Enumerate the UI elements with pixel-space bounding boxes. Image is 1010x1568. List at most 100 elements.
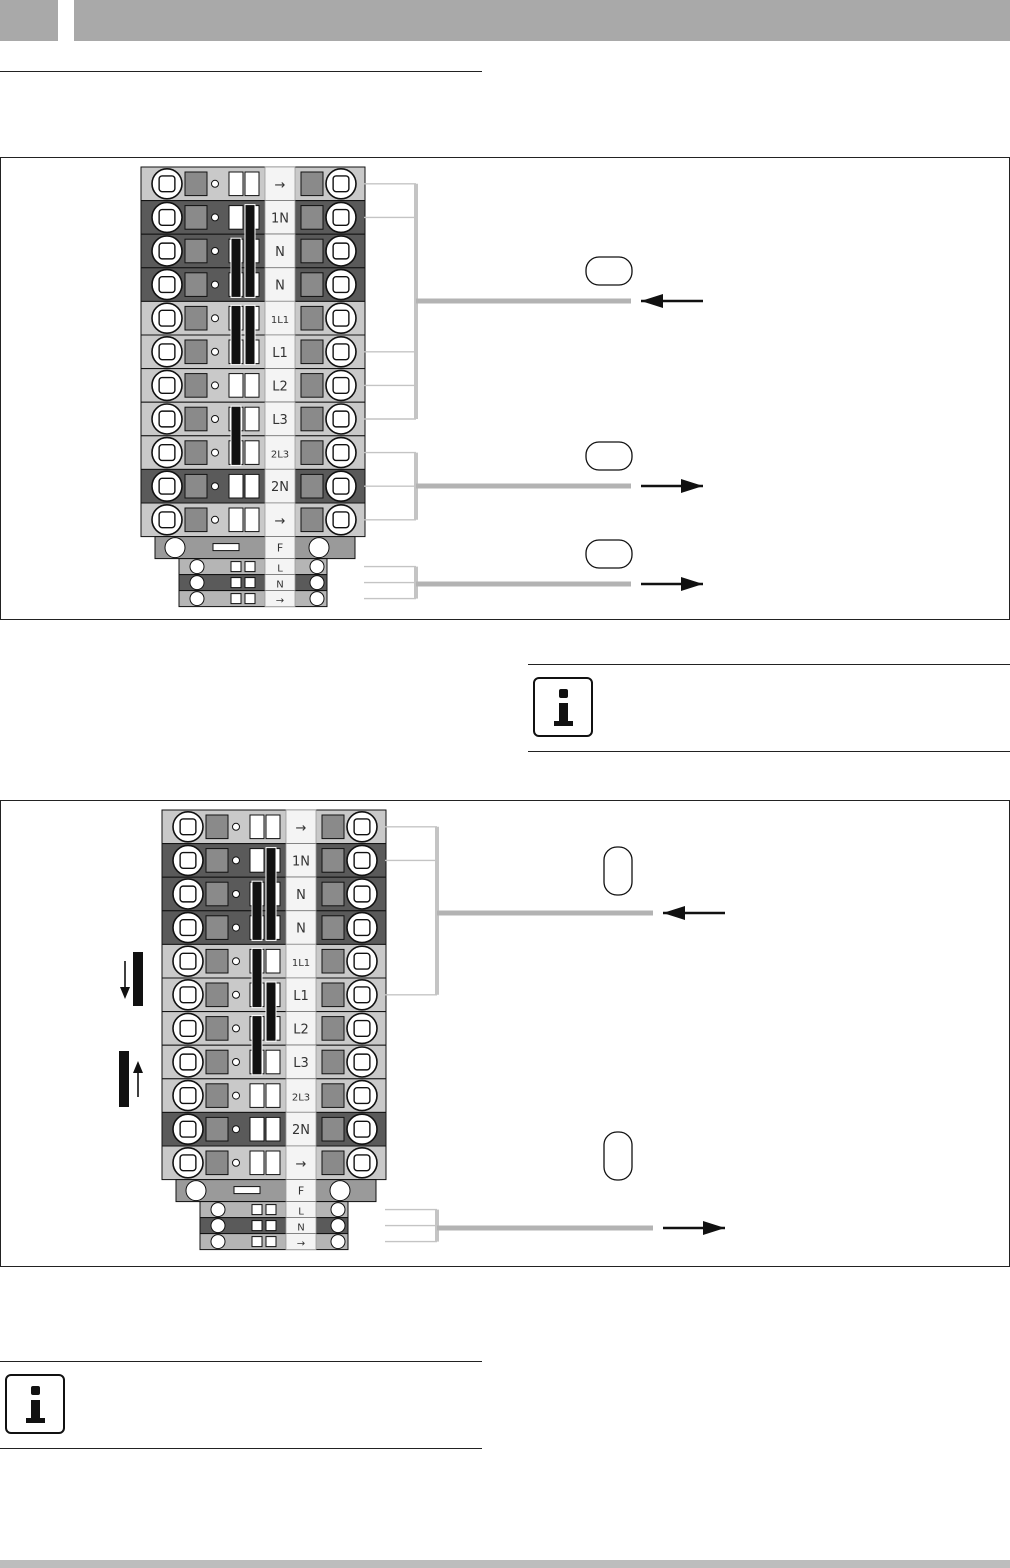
small-slot xyxy=(265,1220,277,1232)
left-clamp xyxy=(184,507,208,533)
callout-oval-1 xyxy=(603,846,633,896)
left-clamp xyxy=(205,1150,229,1176)
right-clamp xyxy=(300,507,324,533)
left-clamp xyxy=(205,915,229,940)
info-icon xyxy=(5,1374,65,1434)
bridge-slot-left xyxy=(228,373,244,398)
test-point xyxy=(211,415,219,423)
label-cell xyxy=(264,401,296,437)
left-clamp xyxy=(205,1049,229,1075)
bridge-slot-right xyxy=(265,1083,281,1108)
test-point xyxy=(232,923,240,932)
test-point xyxy=(232,957,240,966)
test-point xyxy=(232,890,240,898)
small-slot xyxy=(230,593,242,605)
right-screw-slot xyxy=(353,919,371,937)
left-screw-slot xyxy=(179,1019,197,1037)
label-cell xyxy=(285,1011,317,1046)
right-screw-slot xyxy=(332,410,350,428)
bridge-slot-left xyxy=(249,1150,265,1176)
right-clamp xyxy=(321,1049,345,1075)
test-point xyxy=(211,247,219,255)
test-point xyxy=(211,515,219,524)
right-screw-slot xyxy=(332,309,350,327)
right-clamp xyxy=(321,982,345,1008)
small-screw-right xyxy=(309,591,325,607)
left-clamp xyxy=(205,948,229,974)
small-screw-left xyxy=(189,575,205,591)
small-label-cell xyxy=(285,1233,317,1251)
test-point xyxy=(232,1091,240,1100)
small-terminal-label: L xyxy=(298,1207,304,1218)
right-clamp xyxy=(321,848,345,873)
label-cell xyxy=(264,502,296,537)
left-clamp xyxy=(205,982,229,1008)
right-clamp xyxy=(321,1116,345,1142)
right-clamp xyxy=(321,1016,345,1041)
test-point xyxy=(211,347,219,356)
terminal-label: 2N xyxy=(271,480,289,495)
left-screw-slot xyxy=(158,343,176,361)
left-clamp xyxy=(205,848,229,873)
terminal-label: N xyxy=(296,922,306,937)
bridge-slot-right xyxy=(265,1150,281,1176)
bridge-slot-right xyxy=(265,1116,281,1142)
terminal-label: 2L3 xyxy=(271,450,289,461)
test-point xyxy=(211,280,219,289)
left-screw-slot xyxy=(158,511,176,529)
test-point xyxy=(211,381,219,390)
label-cell xyxy=(264,166,296,201)
terminal-label: 1N xyxy=(292,854,310,869)
small-slot xyxy=(251,1220,263,1232)
test-point xyxy=(232,1024,240,1033)
callout-oval-3 xyxy=(585,539,633,569)
left-clamp xyxy=(184,305,208,331)
right-clamp xyxy=(300,272,324,297)
arrow-out-small-head xyxy=(681,577,703,591)
bridge-slot-left xyxy=(249,848,265,873)
jumper-bridge xyxy=(230,237,242,298)
left-clamp xyxy=(205,881,229,907)
arrow-in-supply-head xyxy=(663,906,685,920)
terminal-label: → xyxy=(275,178,286,193)
label-cell xyxy=(285,876,317,912)
small-screw-left xyxy=(210,1218,226,1234)
left-clamp xyxy=(205,1083,229,1108)
right-screw-slot xyxy=(332,511,350,529)
right-clamp xyxy=(300,440,324,465)
small-screw-left xyxy=(210,1202,226,1218)
right-clamp xyxy=(300,473,324,499)
label-cell xyxy=(285,1111,317,1147)
right-screw-slot xyxy=(353,818,371,836)
jumper-bridge xyxy=(251,880,263,941)
header-bar-right xyxy=(74,0,1010,41)
right-clamp xyxy=(300,205,324,230)
left-clamp xyxy=(205,1116,229,1142)
right-screw-slot xyxy=(353,851,371,869)
small-terminal-label: → xyxy=(297,1239,305,1250)
label-cell xyxy=(264,233,296,269)
test-point xyxy=(232,856,240,865)
left-screw-slot xyxy=(179,818,197,836)
terminal-label: → xyxy=(296,821,307,836)
left-screw-slot xyxy=(179,986,197,1004)
left-screw-slot xyxy=(179,1087,197,1105)
bridge-slot-right xyxy=(244,373,260,398)
left-clamp xyxy=(184,406,208,432)
fuse-screw-left xyxy=(185,1180,207,1202)
bridge-slot-left xyxy=(249,1083,265,1108)
left-screw-slot xyxy=(158,175,176,193)
bridge-slot-left xyxy=(249,814,265,840)
test-point xyxy=(232,1125,240,1134)
note-rule-top-2 xyxy=(0,1361,482,1362)
small-slot xyxy=(230,577,242,589)
right-clamp xyxy=(300,373,324,398)
jumper-bridge xyxy=(251,947,263,1009)
terminal-label: L1 xyxy=(272,346,288,361)
right-screw-slot xyxy=(353,1154,371,1172)
right-screw-slot xyxy=(332,477,350,495)
left-screw-slot xyxy=(158,410,176,428)
left-screw-slot xyxy=(179,885,197,903)
label-cell xyxy=(264,435,296,470)
